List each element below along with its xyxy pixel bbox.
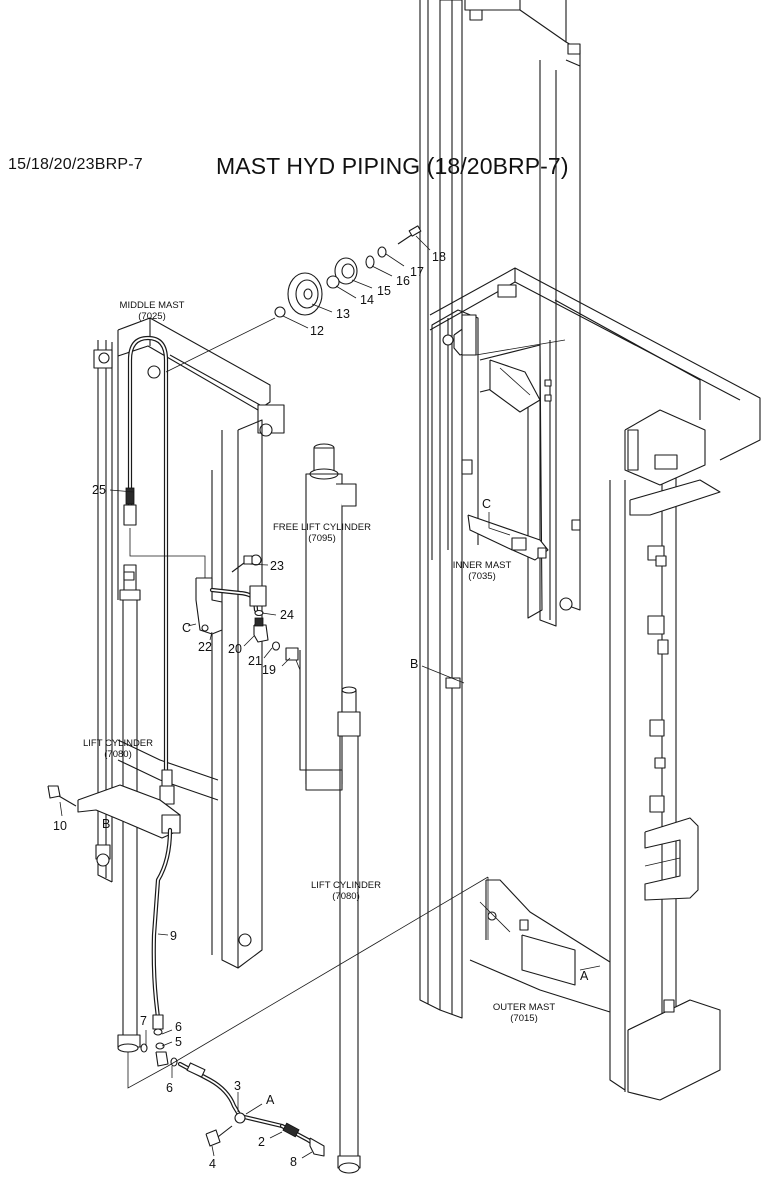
part-number-18: 18: [432, 250, 446, 264]
diagram-title: MAST HYD PIPING (18/20BRP-7): [216, 153, 569, 179]
part-number-9: 9: [170, 929, 177, 943]
hose-routing: [47, 317, 511, 1157]
ref-a-hose: A: [266, 1093, 275, 1107]
ref-b-bracket: B: [102, 817, 110, 831]
lift-cylinder-center-drawing: [337, 686, 361, 1174]
free-lift-cylinder-drawing: [299, 443, 357, 791]
leader-lines: [59, 235, 601, 1159]
part-numbers: 18 17 16 15 14 13 12 25 23 24 20 22 21 1…: [53, 250, 446, 1171]
part-number-12: 12: [310, 324, 324, 338]
inner-mast-drawing: [431, 309, 581, 689]
lift-cylinder-center-code: (7080): [332, 891, 359, 902]
lift-cylinder-left-label: LIFT CYLINDER: [83, 738, 153, 749]
part-number-14: 14: [360, 293, 374, 307]
part-number-5: 5: [175, 1035, 182, 1049]
hose-pulley-assembly: [274, 225, 422, 318]
free-lift-cylinder-code: (7095): [308, 533, 335, 544]
part-number-8: 8: [290, 1155, 297, 1169]
lift-cylinder-center-label: LIFT CYLINDER: [311, 880, 381, 891]
middle-mast-label: MIDDLE MAST: [120, 300, 185, 311]
part-number-15: 15: [377, 284, 391, 298]
assembly-labels: MIDDLE MAST (7025) FREE LIFT CYLINDER (7…: [83, 300, 555, 1024]
lift-cylinder-left-code: (7080): [104, 749, 131, 760]
model-code: 15/18/20/23BRP-7: [8, 156, 143, 173]
ref-a-outer: A: [580, 969, 589, 983]
part-number-21: 21: [248, 654, 262, 668]
ref-b-inner: B: [410, 657, 418, 671]
reference-letters: C C B B A A: [102, 497, 589, 1107]
part-number-20: 20: [228, 642, 242, 656]
ref-c-inner: C: [482, 497, 491, 511]
part-number-6-lower: 6: [166, 1081, 173, 1095]
ref-c-bracket: C: [182, 621, 191, 635]
part-number-19: 19: [262, 663, 276, 677]
part-number-4: 4: [209, 1157, 216, 1171]
part-number-23: 23: [270, 559, 284, 573]
part-number-2: 2: [258, 1135, 265, 1149]
outer-mast-drawing: [419, 0, 761, 1101]
outer-mast-code: (7015): [510, 1013, 537, 1024]
part-number-24: 24: [280, 608, 294, 622]
part-number-6-upper: 6: [175, 1020, 182, 1034]
part-number-10: 10: [53, 819, 67, 833]
inner-mast-code: (7035): [468, 571, 495, 582]
part-number-25: 25: [92, 483, 106, 497]
part-number-22: 22: [198, 640, 212, 654]
part-number-3: 3: [234, 1079, 241, 1093]
part-number-13: 13: [336, 307, 350, 321]
part-number-16: 16: [396, 274, 410, 288]
outer-mast-label: OUTER MAST: [493, 1002, 555, 1013]
free-lift-cylinder-label: FREE LIFT CYLINDER: [273, 522, 371, 533]
inner-mast-label: INNER MAST: [453, 560, 512, 571]
part-number-17: 17: [410, 265, 424, 279]
part-number-7: 7: [140, 1014, 147, 1028]
middle-mast-code: (7025): [138, 311, 165, 322]
